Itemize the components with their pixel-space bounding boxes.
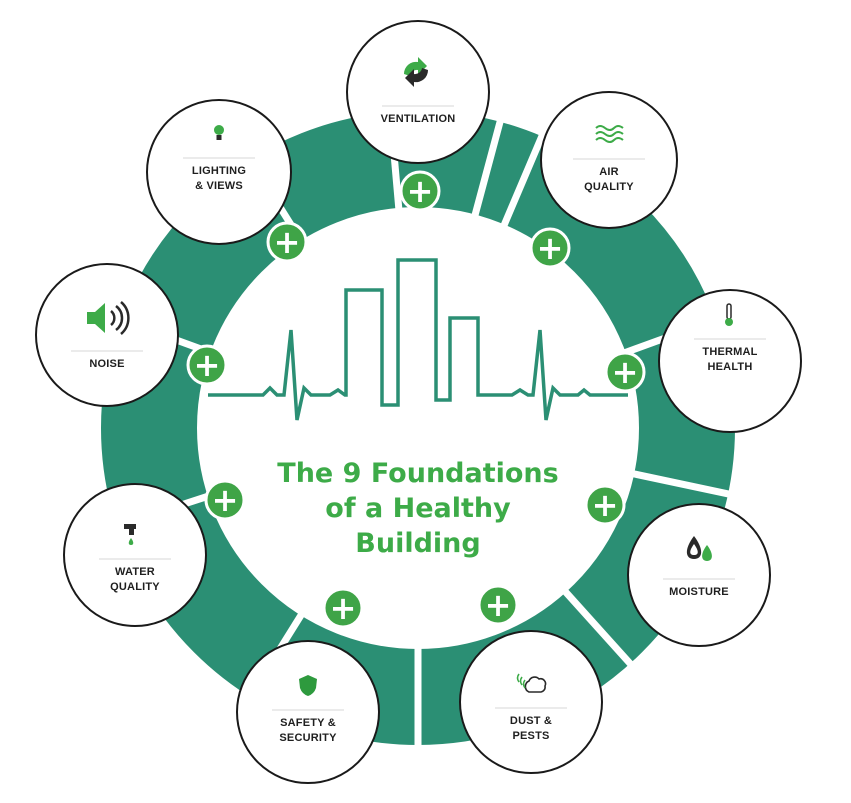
- foundation-lighting-views[interactable]: LIGHTING & VIEWS: [146, 99, 292, 245]
- foundation-label: SAFETY &: [280, 717, 336, 729]
- foundation-label: MOISTURE: [669, 586, 729, 598]
- expand-air-quality-button[interactable]: +: [529, 227, 571, 269]
- expand-thermal-health-button[interactable]: +: [604, 351, 646, 393]
- faucet-icon: [124, 524, 136, 545]
- foundation-label: WATER: [115, 566, 155, 578]
- foundation-circle: [63, 483, 207, 627]
- plus-icon: +: [485, 586, 512, 624]
- foundation-label: PESTS: [512, 730, 549, 742]
- skyline-heartbeat-graphic: [208, 258, 628, 421]
- plus-icon: +: [194, 346, 221, 384]
- foundation-water-quality[interactable]: WATER QUALITY: [63, 483, 207, 627]
- light-bulb-icon: [214, 125, 224, 140]
- foundation-dust-pests[interactable]: DUST & PESTS: [459, 630, 603, 774]
- foundation-air-quality[interactable]: AIR QUALITY: [540, 91, 678, 229]
- expand-noise-button[interactable]: +: [186, 344, 228, 386]
- foundation-label: AIR: [599, 166, 619, 178]
- expand-moisture-button[interactable]: +: [584, 484, 626, 526]
- foundation-label: LIGHTING: [192, 165, 246, 177]
- ring-separator: [499, 130, 548, 229]
- foundation-circle: [346, 20, 490, 164]
- air-waves-icon: [595, 125, 624, 143]
- foundation-label: & VIEWS: [195, 180, 243, 192]
- ring-separator: [471, 116, 505, 219]
- plus-icon: +: [212, 481, 239, 519]
- shield-icon: [299, 675, 317, 696]
- foundation-circle: [658, 289, 802, 433]
- foundation-label: VENTILATION: [381, 113, 456, 125]
- plus-icon: +: [592, 486, 619, 524]
- foundation-label: SECURITY: [279, 732, 337, 744]
- foundation-circle: [540, 91, 678, 229]
- title-line-1: The 9 Foundations: [277, 458, 558, 489]
- dust-cloud-icon: [516, 673, 547, 693]
- foundation-label: NOISE: [89, 358, 124, 370]
- expand-dust-pests-button[interactable]: +: [477, 584, 519, 626]
- foundation-thermal-health[interactable]: THERMAL HEALTH: [658, 289, 802, 433]
- foundation-label: THERMAL: [702, 346, 757, 358]
- diagram-title: The 9 Foundations of a Healthy Building: [277, 458, 558, 559]
- ventilation-arrows-icon: [403, 57, 429, 87]
- foundation-label: QUALITY: [584, 181, 634, 193]
- thermometer-icon: [725, 303, 733, 326]
- plus-icon: +: [330, 589, 357, 627]
- plus-icon: +: [612, 353, 639, 391]
- foundation-circle: [35, 263, 179, 407]
- speaker-icon: [87, 301, 130, 335]
- foundation-safety-security[interactable]: SAFETY & SECURITY: [236, 640, 380, 784]
- expand-safety-security-button[interactable]: +: [322, 587, 364, 629]
- plus-buttons: + + + + + + + + +: [186, 170, 646, 629]
- foundation-noise[interactable]: NOISE: [35, 263, 179, 407]
- heartbeat-line: [208, 258, 628, 421]
- expand-lighting-views-button[interactable]: +: [266, 221, 308, 263]
- expand-water-quality-button[interactable]: +: [204, 479, 246, 521]
- title-line-3: Building: [355, 528, 480, 559]
- foundation-moisture[interactable]: MOISTURE: [627, 503, 771, 647]
- ring-separator: [630, 469, 734, 499]
- plus-icon: +: [537, 229, 564, 267]
- foundation-circle: [627, 503, 771, 647]
- foundation-ventilation[interactable]: VENTILATION: [346, 20, 490, 164]
- foundation-label: DUST &: [510, 715, 552, 727]
- foundation-circle: [146, 99, 292, 245]
- foundation-label: HEALTH: [708, 361, 753, 373]
- foundation-nodes: VENTILATION AIR QUALITY THERMAL HEALTH MOISTU…: [35, 20, 802, 784]
- foundation-circle: [236, 640, 380, 784]
- plus-icon: +: [407, 172, 434, 210]
- water-drops-icon: [686, 536, 712, 561]
- foundation-circle: [459, 630, 603, 774]
- title-line-2: of a Healthy: [325, 493, 511, 524]
- plus-icon: +: [274, 223, 301, 261]
- foundation-label: QUALITY: [110, 581, 160, 593]
- expand-ventilation-button[interactable]: +: [399, 170, 441, 212]
- ring-separator: [561, 587, 637, 670]
